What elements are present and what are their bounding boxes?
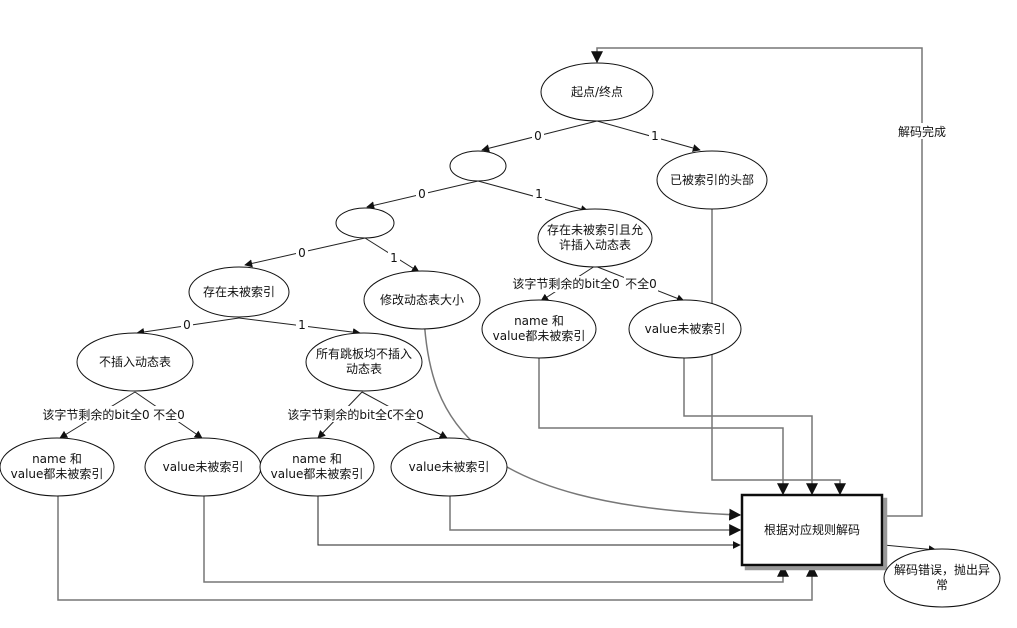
node-start: 起点/终点 xyxy=(540,62,654,122)
node-c-name-value-line2: value都未被索引 xyxy=(493,329,586,343)
edge-labels: 0 1 0 1 0 1 0 1 该字节剩余的bit全0 不全0 该字节剩余的bi… xyxy=(42,123,950,422)
edge-indexed-decode xyxy=(711,208,846,496)
edge-a-namevalue-decode xyxy=(57,494,818,601)
label-blank2-0: 0 xyxy=(298,246,306,260)
node-error: 解码错误，抛出异 常 xyxy=(883,548,1001,608)
edge-decode-error xyxy=(883,544,937,554)
label-unindexed-0: 0 xyxy=(183,318,191,332)
node-c-name-value-line1: name 和 xyxy=(514,314,564,328)
node-never-indexed: 所有跳板均不插入 动态表 xyxy=(305,332,423,392)
edge-b-namevalue-decode xyxy=(317,494,741,549)
edge-b-value-decode xyxy=(449,494,742,536)
label-start-1: 1 xyxy=(651,129,659,143)
edge-c-namevalue-decode xyxy=(538,356,789,496)
node-no-insert: 不插入动态表 xyxy=(76,332,194,392)
node-a-name-value-line2: value都未被索引 xyxy=(11,467,104,481)
node-unindexed: 存在未被索引 xyxy=(188,266,290,318)
node-blank-2 xyxy=(335,207,395,239)
node-b-value: value未被索引 xyxy=(390,437,508,497)
node-never-indexed-line2: 动态表 xyxy=(346,362,382,376)
node-resize-table-label: 修改动态表大小 xyxy=(380,292,464,307)
label-blank1-0: 0 xyxy=(418,187,426,201)
label-b-zero: 该字节剩余的bit全0 xyxy=(287,407,394,422)
node-a-name-value-line1: name 和 xyxy=(32,452,82,466)
node-decode: 根据对应规则解码 xyxy=(740,493,884,567)
label-a-notzero: 不全0 xyxy=(153,407,185,422)
edge-start-1 xyxy=(596,120,701,152)
label-c-notzero: 不全0 xyxy=(625,276,657,291)
node-b-name-value-line1: name 和 xyxy=(292,452,342,466)
node-resize-table: 修改动态表大小 xyxy=(363,270,481,330)
node-b-value-label: value未被索引 xyxy=(409,460,490,474)
label-unindexed-1: 1 xyxy=(298,318,306,332)
node-b-name-value: name 和 value都未被索引 xyxy=(259,437,375,497)
node-unindexed-insert: 存在未被索引且允 许插入动态表 xyxy=(537,208,653,268)
label-blank1-1: 1 xyxy=(535,187,543,201)
node-decode-label: 根据对应规则解码 xyxy=(764,522,860,537)
node-b-name-value-line2: value都未被索引 xyxy=(271,467,364,481)
label-start-0: 0 xyxy=(534,129,542,143)
node-error-line2: 常 xyxy=(936,578,948,592)
label-blank2-1: 1 xyxy=(390,251,398,265)
label-b-notzero: 不全0 xyxy=(392,407,424,422)
node-unindexed-label: 存在未被索引 xyxy=(203,285,275,299)
node-no-insert-label: 不插入动态表 xyxy=(99,355,171,369)
node-c-name-value: name 和 value都未被索引 xyxy=(481,299,597,359)
node-c-value: value未被索引 xyxy=(628,299,742,359)
node-a-value-label: value未被索引 xyxy=(163,460,244,474)
node-indexed-header: 已被索引的头部 xyxy=(656,150,768,210)
node-a-value: value未被索引 xyxy=(144,437,262,497)
label-c-zero: 该字节剩余的bit全0 xyxy=(512,276,619,291)
node-start-label: 起点/终点 xyxy=(571,84,623,99)
label-a-zero: 该字节剩余的bit全0 xyxy=(42,407,149,422)
node-a-name-value: name 和 value都未被索引 xyxy=(0,437,115,497)
node-error-line1: 解码错误，抛出异 xyxy=(894,562,990,577)
label-done: 解码完成 xyxy=(898,124,946,139)
node-c-value-label: value未被索引 xyxy=(645,322,726,336)
node-blank-1 xyxy=(449,150,507,182)
edge-a-value-decode xyxy=(203,494,789,583)
edge-done-loop xyxy=(591,47,923,517)
node-indexed-header-label: 已被索引的头部 xyxy=(670,172,754,187)
edge-c-value-decode xyxy=(683,356,818,496)
node-never-indexed-line1: 所有跳板均不插入 xyxy=(316,347,412,361)
node-unindexed-insert-line2: 许插入动态表 xyxy=(559,238,631,252)
node-unindexed-insert-line1: 存在未被索引且允 xyxy=(547,222,643,237)
